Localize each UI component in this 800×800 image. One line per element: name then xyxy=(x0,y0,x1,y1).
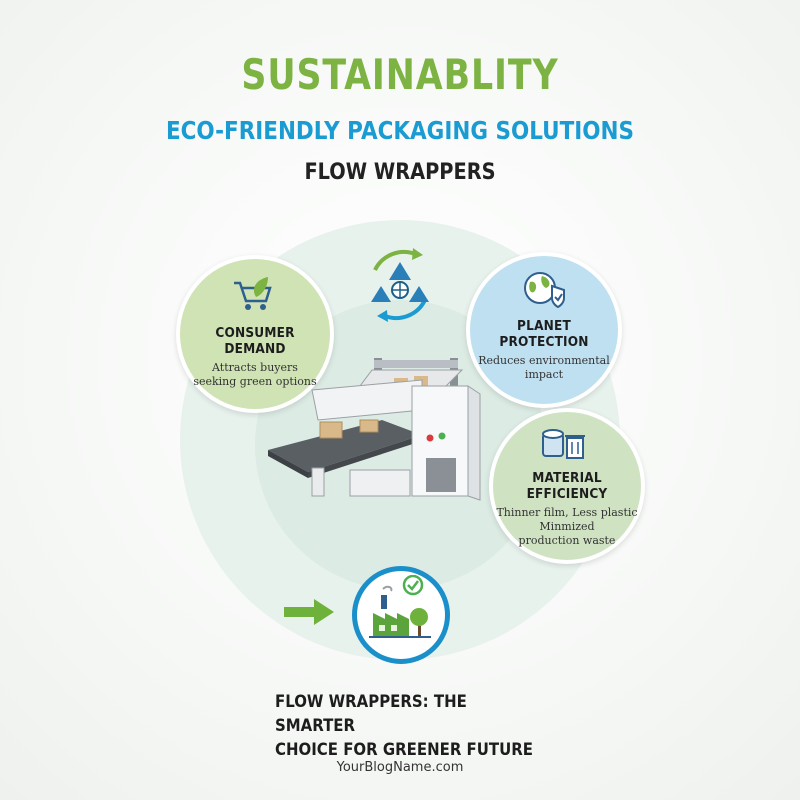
page-title: SUSTAINABLITY xyxy=(241,50,559,99)
section-title: FLOW WRAPPERS xyxy=(304,160,496,185)
material-efficiency-title: MATERIAL EFFICIENCY xyxy=(526,470,608,502)
blog-name-link[interactable]: YourBlogName.com xyxy=(336,760,464,775)
globe-shield-icon xyxy=(524,272,565,308)
material-efficiency-text-2: Minmized xyxy=(539,520,595,533)
green-factory-check-icon xyxy=(369,575,431,638)
material-efficiency-text-3: production waste xyxy=(518,534,616,547)
green-arrow-icon xyxy=(284,599,334,625)
planet-protection-bubble: PLANET PROTECTION Reduces environmental … xyxy=(466,252,622,408)
footer-tagline-line-1: FLOW WRAPPERS: THE SMARTER xyxy=(275,692,467,736)
planet-protection-title: PLANET PROTECTION xyxy=(499,318,589,350)
film-roll-trash-icon xyxy=(542,429,585,459)
material-efficiency-text-1: Thinner film, Less plastic xyxy=(496,506,638,519)
material-efficiency-bubble: MATERIAL EFFICIENCY Thinner film, Less p… xyxy=(489,408,645,564)
consumer-demand-bubble: CONSUMER DEMAND Attracts buyers seeking … xyxy=(176,255,334,413)
planet-protection-text-1: Reduces environmental xyxy=(478,354,610,367)
flow-wrapper-machine-illustration xyxy=(268,358,481,501)
consumer-demand-text-1: Attracts buyers xyxy=(212,361,298,374)
consumer-demand-text-2: seeking green options xyxy=(193,375,317,388)
footer-tagline-line-2: CHOICE FOR GREENER FUTURE xyxy=(275,740,534,760)
shopping-cart-leaf-icon xyxy=(234,277,272,310)
consumer-demand-title: CONSUMER DEMAND xyxy=(215,325,295,357)
page-subtitle: ECO-FRIENDLY PACKAGING SOLUTIONS xyxy=(165,116,635,145)
factory-circle xyxy=(352,566,450,664)
footer-tagline: FLOW WRAPPERS: THE SMARTER CHOICE FOR GR… xyxy=(275,690,539,762)
recycle-globe-icon xyxy=(371,248,429,322)
planet-protection-text-2: impact xyxy=(524,368,564,381)
